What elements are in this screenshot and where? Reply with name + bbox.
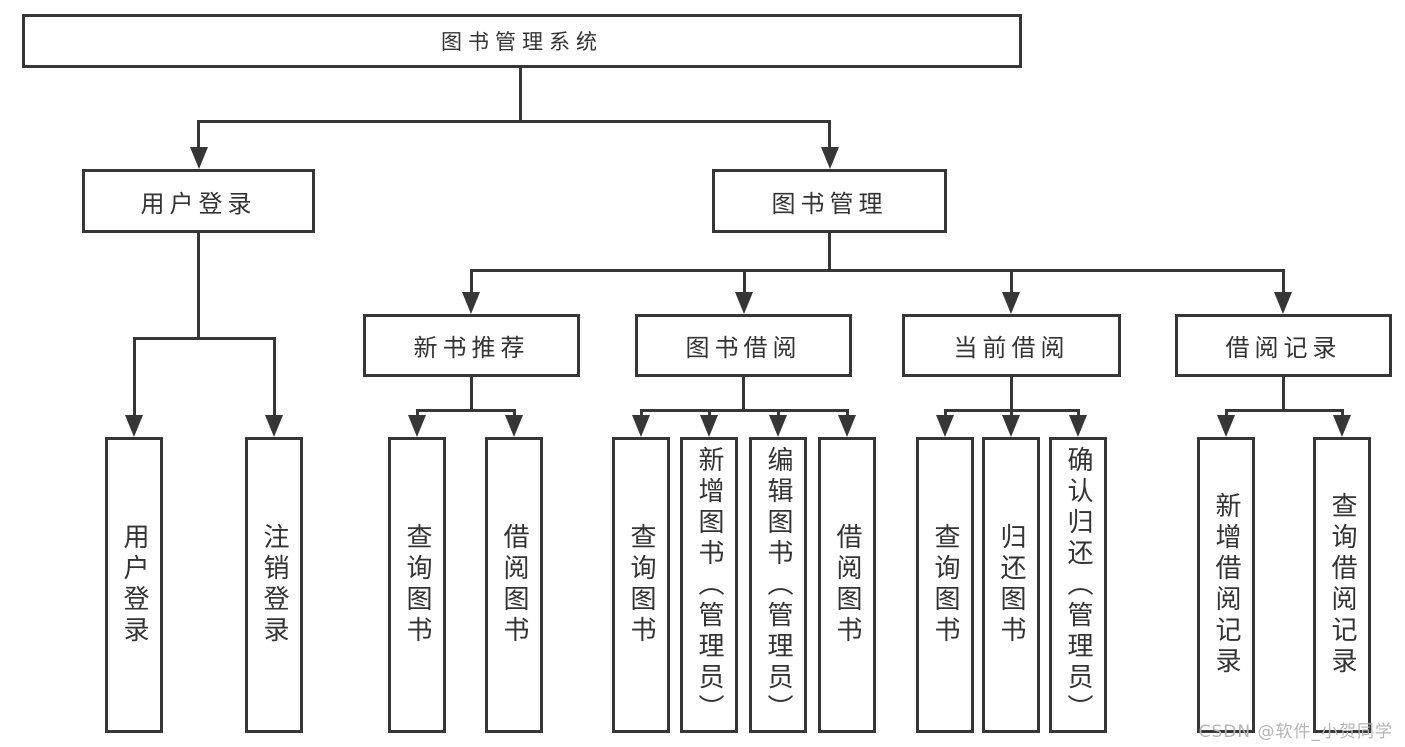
leaf-query-books-current: 查询图书 xyxy=(916,437,974,733)
leaf-add-borrow-record: 新增借阅记录 xyxy=(1197,437,1255,733)
connector-line xyxy=(512,409,516,417)
arrowhead-down xyxy=(735,292,753,314)
leaf-label: 编辑图书（管理员） xyxy=(763,445,793,725)
connector-line xyxy=(1010,377,1013,412)
connector-line xyxy=(519,68,522,123)
connector-line xyxy=(1224,409,1228,417)
leaf-label: 新增图书（管理员） xyxy=(694,445,724,725)
connector-line xyxy=(1009,409,1013,417)
arrowhead-down xyxy=(1002,415,1020,437)
connector-line xyxy=(639,409,849,412)
arrowhead-down xyxy=(1217,415,1235,437)
arrowhead-down xyxy=(265,415,283,437)
connector-line xyxy=(470,377,473,412)
connector-line xyxy=(132,337,136,417)
arrowhead-down xyxy=(1002,292,1020,314)
leaf-label: 用户登录 xyxy=(119,523,149,647)
arrowhead-down xyxy=(1069,415,1087,437)
connector-line xyxy=(272,337,276,417)
connector-line xyxy=(415,409,419,417)
node-user-login: 用户登录 xyxy=(82,169,315,233)
connector-line xyxy=(845,409,849,417)
leaf-query-borrow-record: 查询借阅记录 xyxy=(1313,437,1371,733)
arrowhead-down xyxy=(936,415,954,437)
arrowhead-down xyxy=(820,147,839,169)
arrowhead-down xyxy=(1274,292,1292,314)
connector-line xyxy=(415,409,516,412)
connector-line xyxy=(132,337,276,340)
connector-line xyxy=(197,120,831,123)
connector-line xyxy=(828,120,831,149)
leaf-query-books-borrow: 查询图书 xyxy=(612,437,670,733)
connector-line xyxy=(707,409,711,417)
connector-line xyxy=(197,233,200,340)
connector-line xyxy=(197,120,200,149)
leaf-label: 新增借阅记录 xyxy=(1211,492,1241,678)
node-current-borrowing: 当前借阅 xyxy=(902,314,1121,377)
connector-line xyxy=(1224,409,1344,412)
leaf-return-books: 归还图书 xyxy=(982,437,1040,733)
arrowhead-down xyxy=(769,415,787,437)
leaf-logout: 注销登录 xyxy=(245,437,303,733)
leaf-label: 查询图书 xyxy=(402,523,432,647)
arrowhead-down xyxy=(700,415,718,437)
leaf-query-books-recommend: 查询图书 xyxy=(388,437,446,733)
connector-line xyxy=(469,269,473,294)
leaf-label: 归还图书 xyxy=(996,523,1026,647)
connector-line xyxy=(469,269,1285,272)
leaf-user-login: 用户登录 xyxy=(105,437,163,733)
leaf-label: 查询图书 xyxy=(626,523,656,647)
connector-line xyxy=(828,233,831,272)
connector-line xyxy=(639,409,643,417)
arrowhead-down xyxy=(408,415,426,437)
watermark: CSDN @软件_小贺同学 xyxy=(1198,722,1393,742)
leaf-edit-book-admin: 编辑图书（管理员） xyxy=(749,437,807,733)
leaf-label: 借阅图书 xyxy=(832,523,862,647)
arrowhead-down xyxy=(632,415,650,437)
connector-line xyxy=(776,409,780,417)
connector-line xyxy=(742,269,746,294)
arrowhead-down xyxy=(505,415,523,437)
node-book-management: 图书管理 xyxy=(712,169,947,233)
node-new-book-recommendation: 新书推荐 xyxy=(363,314,580,377)
connector-line xyxy=(943,409,947,417)
leaf-label: 查询图书 xyxy=(930,523,960,647)
node-borrowing-records: 借阅记录 xyxy=(1175,314,1392,377)
node-book-borrowing: 图书借阅 xyxy=(635,314,852,377)
leaf-add-book-admin: 新增图书（管理员） xyxy=(680,437,738,733)
arrowhead-down xyxy=(125,415,143,437)
connector-line xyxy=(1282,377,1285,412)
leaf-label: 确认归还（管理员） xyxy=(1063,445,1093,725)
arrowhead-down xyxy=(1333,415,1351,437)
connector-line xyxy=(1340,409,1344,417)
leaf-confirm-return-admin: 确认归还（管理员） xyxy=(1049,437,1107,733)
leaf-borrow-books-recommend: 借阅图书 xyxy=(485,437,543,733)
arrowhead-down xyxy=(189,147,208,169)
arrowhead-down xyxy=(838,415,856,437)
connector-line xyxy=(1009,269,1013,294)
leaf-label: 注销登录 xyxy=(259,523,289,647)
arrowhead-down xyxy=(462,292,480,314)
connector-line xyxy=(1281,269,1285,294)
connector-line xyxy=(742,377,745,412)
leaf-borrow-books-borrow: 借阅图书 xyxy=(818,437,876,733)
leaf-label: 查询借阅记录 xyxy=(1327,492,1357,678)
node-library-system: 图书管理系统 xyxy=(22,14,1022,68)
leaf-label: 借阅图书 xyxy=(499,523,529,647)
connector-line xyxy=(1076,409,1080,417)
